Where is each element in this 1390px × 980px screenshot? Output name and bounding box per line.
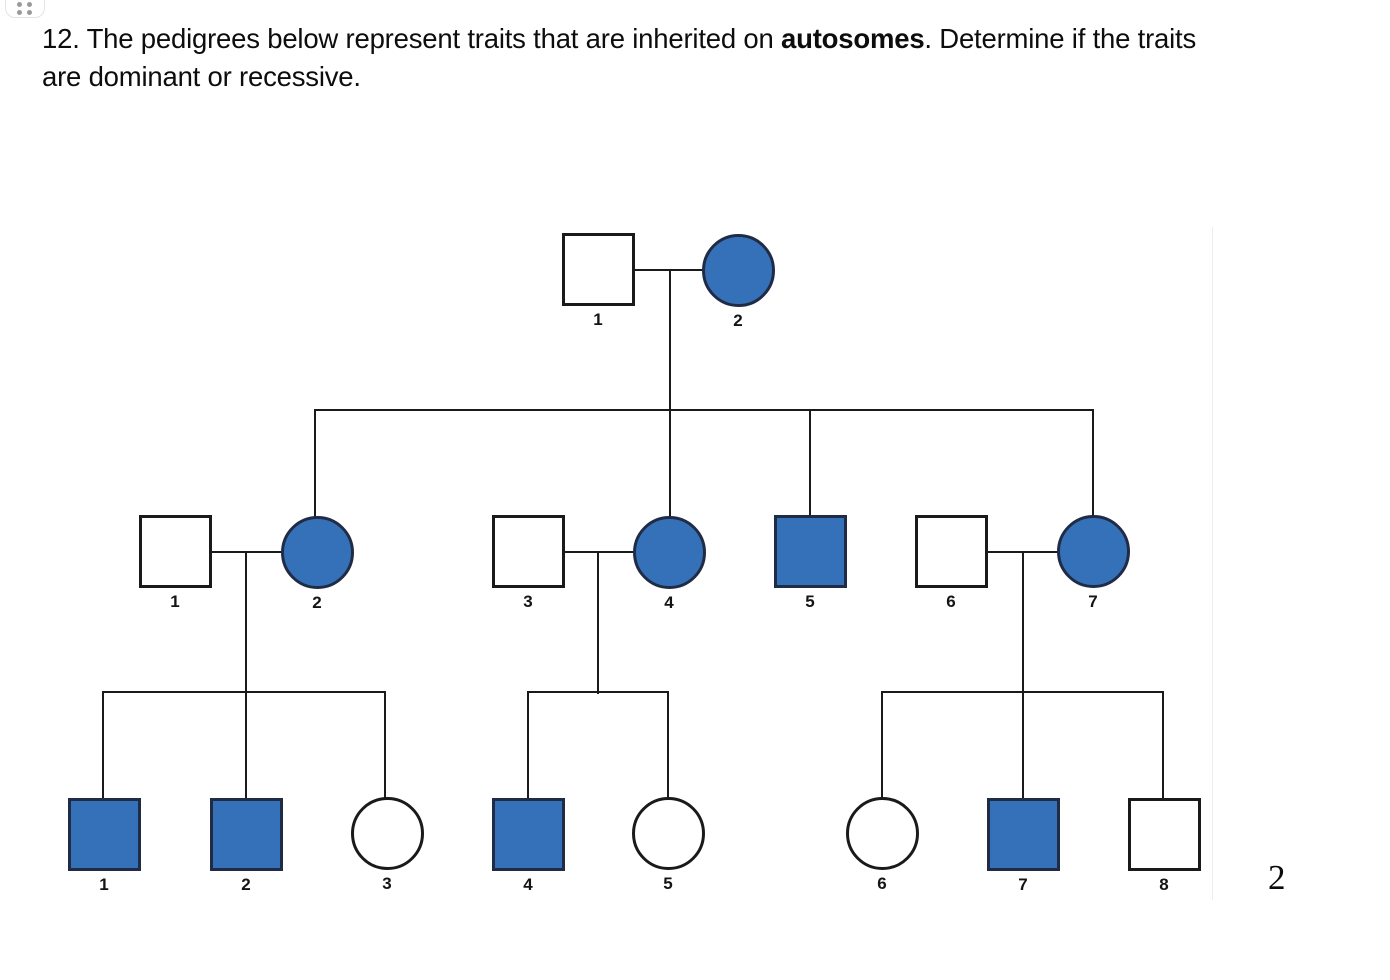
pedigree-individual-III-3 [350, 796, 424, 870]
pedigree-individual-III-8 [1127, 797, 1201, 871]
pedigree-connector-line [526, 690, 530, 801]
pedigree-label-III-1: 1 [99, 875, 109, 894]
drag-handle-dot [16, 1, 22, 7]
pedigree-individual-III-1 [67, 797, 141, 871]
pedigree-label-III-7: 7 [1018, 875, 1028, 894]
pedigree-individual-I-1 [561, 232, 635, 306]
drag-handle-dot [26, 9, 32, 15]
pedigree-individual-III-5 [631, 796, 705, 870]
question-line-1: 12. The pedigrees below represent traits… [42, 20, 1352, 58]
pedigree-connector-line [808, 408, 812, 518]
drag-handle-dot [16, 9, 22, 15]
pedigree-individual-II-6 [914, 514, 988, 588]
pedigree-individual-III-6 [845, 796, 919, 870]
pedigree-connector-line [668, 268, 672, 518]
pedigree-connector-line [101, 690, 105, 801]
question-line1-suffix: . Determine if the traits [924, 23, 1197, 54]
pedigree-individual-II-5 [773, 514, 847, 588]
pedigree-label-II-2: 2 [312, 593, 322, 612]
pedigree-individual-II-3 [491, 514, 565, 588]
pedigree-individual-II-7 [1056, 514, 1130, 588]
pedigree-label-III-4: 4 [523, 875, 533, 894]
page-number: 2 [1268, 858, 1286, 897]
pedigree-individual-II-1 [138, 514, 212, 588]
pedigree-connector-line [632, 268, 705, 272]
pedigree-label-III-5: 5 [663, 874, 673, 893]
pedigree-label-I-1: 1 [593, 310, 603, 329]
pedigree-individual-III-7 [986, 797, 1060, 871]
pedigree-label-II-7: 7 [1088, 592, 1098, 611]
pedigree-individual-III-4 [491, 797, 565, 871]
question-text: 12. The pedigrees below represent traits… [42, 20, 1352, 96]
pedigree-connector-line [1021, 550, 1025, 801]
pedigree-connector-line [666, 690, 670, 799]
pedigree-connector-line [596, 550, 600, 695]
pedigree-label-III-2: 2 [241, 875, 251, 894]
question-line1-prefix: 12. The pedigrees below represent traits… [42, 23, 782, 54]
pedigree-label-II-3: 3 [523, 592, 533, 611]
pedigree-individual-II-4 [632, 515, 706, 589]
pedigree-label-III-3: 3 [382, 874, 392, 893]
pedigree-label-I-2: 2 [733, 311, 743, 330]
pedigree-label-III-8: 8 [1159, 875, 1169, 894]
pedigree-label-II-1: 1 [170, 592, 180, 611]
question-line-2: are dominant or recessive. [42, 61, 361, 92]
pedigree-connector-line [1161, 690, 1165, 801]
drag-handle-icon[interactable] [5, 0, 45, 18]
pedigree-connector-line [1091, 408, 1095, 518]
pedigree-connector-line [313, 408, 1095, 412]
pedigree-individual-I-2 [701, 233, 775, 307]
pedigree-label-II-5: 5 [805, 592, 815, 611]
question-bold-word: autosomes [781, 23, 925, 54]
pedigree-connector-line [880, 690, 884, 799]
pedigree-connector-line [101, 690, 387, 694]
drag-handle-dot [26, 1, 32, 7]
pedigree-individual-III-2 [209, 797, 283, 871]
pedigree-connector-line [313, 408, 317, 518]
pedigree-connector-line [526, 690, 670, 694]
pedigree-connector-line [880, 690, 1165, 694]
pedigree-label-II-4: 4 [664, 593, 674, 612]
pedigree-label-III-6: 6 [877, 874, 887, 893]
pedigree-connector-line [383, 690, 387, 799]
image-right-edge [1212, 227, 1213, 900]
pedigree-individual-II-2 [280, 515, 354, 589]
pedigree-connector-line [244, 550, 248, 801]
pedigree-label-II-6: 6 [946, 592, 956, 611]
